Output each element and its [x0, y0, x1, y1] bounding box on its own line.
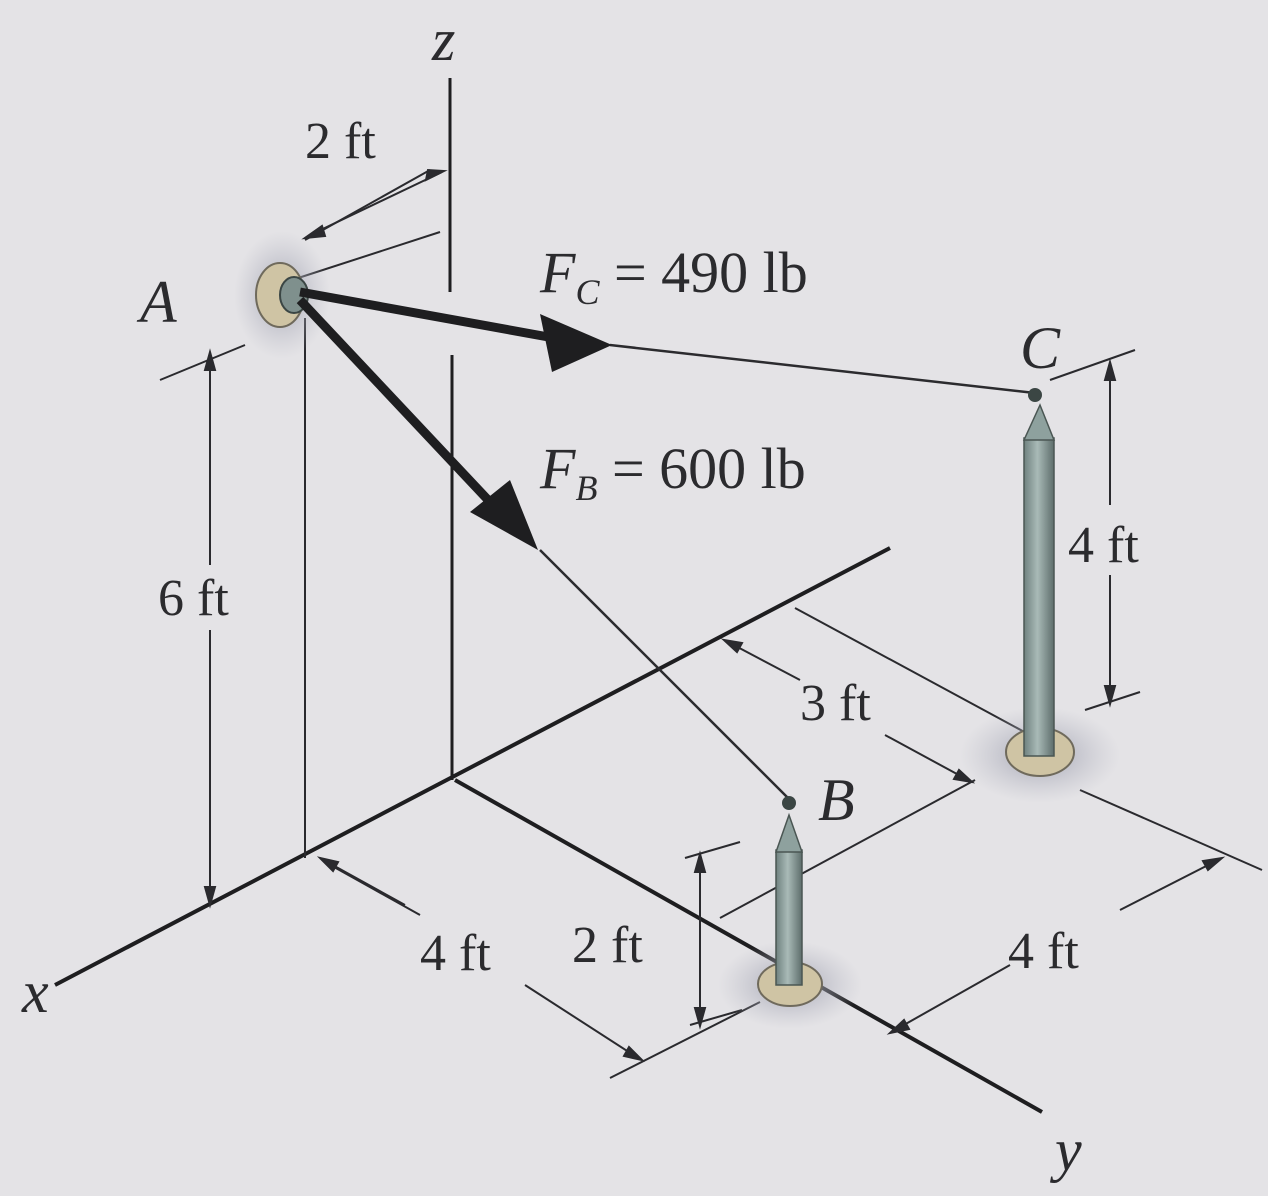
dim-4ft-x-line-b: [524, 984, 639, 1059]
c-base-to-y-line: [1079, 789, 1263, 871]
dim-c-height-arrow-bot: [1103, 685, 1117, 708]
post-c-shaft: [1023, 437, 1055, 757]
dim-a-height-label: 6 ft: [158, 570, 229, 627]
y-axis-line: [454, 778, 1043, 1114]
post-c: [960, 388, 1120, 803]
point-c-label: C: [1020, 315, 1061, 381]
x-to-c-line: [794, 607, 1031, 736]
y-axis-label: y: [1049, 1117, 1082, 1183]
dim-c-height-label: 4 ft: [1068, 517, 1139, 574]
c-bot-tick: [1084, 691, 1141, 711]
dim-4ft-y-arrow-a: [886, 1018, 911, 1035]
force-fc-arrowhead: [540, 314, 612, 372]
dim-3ft-arrow-a: [720, 638, 744, 654]
b-c-parallel-line: [719, 779, 976, 919]
x-axis-label: x: [21, 959, 49, 1025]
force-fc-shaft: [299, 287, 566, 345]
point-a-label: A: [136, 269, 177, 335]
x-axis-line: [54, 546, 891, 987]
post-b-shaft: [775, 849, 803, 986]
force-fb-shaft: [296, 296, 509, 522]
dim-4ft-x-arrow-a: [316, 856, 340, 873]
dim-c-offset-label: 3 ft: [800, 675, 871, 732]
cables: [539, 343, 1036, 801]
force-fb-arrowhead: [470, 480, 538, 550]
dim-2ft-a-arrow-a: [301, 224, 327, 240]
force-fc-value: = 490 lb: [599, 240, 807, 305]
force-fb-label: FB = 600 lb: [539, 436, 806, 508]
dim-4ft-x-line-a: [324, 861, 421, 916]
dim-4ft-y-arrow-b: [1201, 856, 1226, 872]
force-fb-value: = 600 lb: [597, 436, 805, 501]
dim-b-height-arrow-bot: [693, 1007, 707, 1030]
cable-a-c: [609, 343, 1036, 395]
force-fc-subscript: C: [575, 272, 600, 312]
dim-4ft-x-arrow-b: [622, 1045, 646, 1062]
force-fc-symbol: F: [539, 240, 576, 305]
dim-a-offset-label: 2 ft: [305, 113, 376, 170]
post-b-tip: [774, 812, 804, 853]
dim-6ft-arrow-bot: [203, 886, 217, 909]
dim-b-height-arrow-top: [693, 850, 707, 873]
axes: [54, 78, 1043, 1114]
dim-2ft-a-line: [307, 171, 443, 237]
dim-c-y-label: 4 ft: [1008, 923, 1079, 980]
a-height-top-tick: [159, 344, 246, 381]
point-b-label: B: [818, 767, 855, 833]
dim-b-y-label: 2 ft: [572, 917, 643, 974]
dimension-lines: [203, 168, 1226, 1062]
force-fb-symbol: F: [539, 436, 576, 501]
z-axis-label: z: [431, 7, 455, 73]
dim-3ft-arrow-b: [952, 768, 976, 784]
post-b-eye: [782, 796, 796, 810]
dim-4ft-y-line-a: [894, 964, 1011, 1031]
force-fb-subscript: B: [575, 468, 597, 508]
dim-6ft-arrow-top: [203, 348, 217, 371]
force-arrows: [296, 287, 612, 550]
dim-4ft-y-line-b: [1119, 859, 1219, 911]
post-c-eye: [1028, 388, 1042, 402]
post-b: [718, 796, 862, 1029]
post-c-tip: [1022, 403, 1056, 441]
b-ground-ext: [609, 1001, 761, 1079]
force-fc-label: FC = 490 lb: [539, 240, 808, 312]
cable-a-b: [539, 549, 791, 801]
dim-3ft-line-b: [884, 734, 969, 781]
dim-2ft-a-arrow-b: [424, 168, 448, 182]
c-top-tick: [1049, 349, 1136, 381]
dim-b-x-label: 4 ft: [420, 925, 491, 982]
dim-c-height-arrow-top: [1103, 358, 1117, 381]
b-height-tick-top: [684, 841, 741, 859]
